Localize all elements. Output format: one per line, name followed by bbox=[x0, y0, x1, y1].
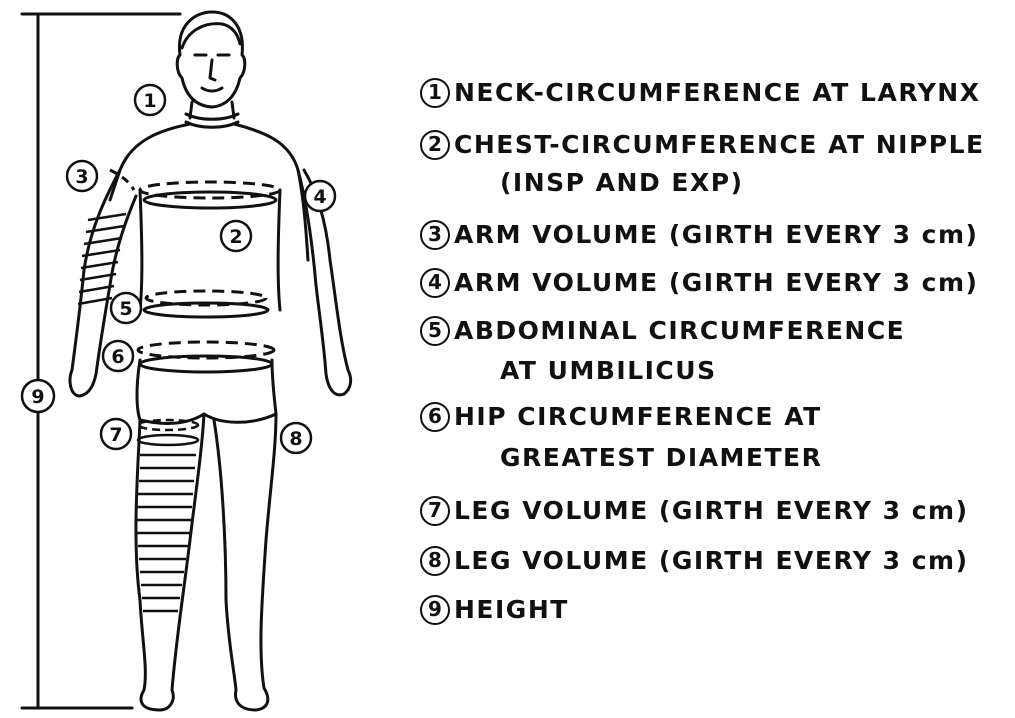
face-features bbox=[195, 55, 229, 91]
callout-9-num: 9 bbox=[31, 386, 44, 408]
legend-text: LEG VOLUME (GIRTH EVERY 3 cm) bbox=[454, 546, 969, 576]
legend-number: 6 bbox=[420, 402, 450, 432]
legend-text: HIP CIRCUMFERENCE AT bbox=[454, 402, 822, 432]
callout-1-num: 1 bbox=[143, 90, 156, 112]
hair bbox=[182, 24, 240, 48]
body-figure-diagram: 1 2 3 4 5 6 7 8 9 bbox=[0, 0, 400, 714]
body-outline-svg: 1 2 3 4 5 6 7 8 9 bbox=[0, 0, 400, 714]
legend-number: 3 bbox=[420, 220, 450, 250]
legend-number: 2 bbox=[420, 130, 450, 160]
legend-number: 4 bbox=[420, 268, 450, 298]
hip-band bbox=[140, 356, 272, 372]
callout-5-num: 5 bbox=[119, 298, 132, 320]
torso-outline bbox=[110, 124, 308, 310]
legend-number: 7 bbox=[420, 496, 450, 526]
legend-text-cont: AT UMBILICUS bbox=[500, 356, 717, 386]
figure-callouts bbox=[22, 85, 335, 453]
legend-text: CHEST-CIRCUMFERENCE AT NIPPLE bbox=[454, 130, 985, 160]
legend-text: NECK-CIRCUMFERENCE AT LARYNX bbox=[454, 78, 981, 108]
neck bbox=[190, 102, 234, 118]
legend-text: ABDOMINAL CIRCUMFERENCE bbox=[454, 316, 905, 346]
legend-number: 1 bbox=[420, 78, 450, 108]
legend-number: 9 bbox=[420, 595, 450, 625]
legend-text: LEG VOLUME (GIRTH EVERY 3 cm) bbox=[454, 496, 969, 526]
legend-text: ARM VOLUME (GIRTH EVERY 3 cm) bbox=[454, 220, 978, 250]
leg-girth-lines bbox=[137, 420, 198, 611]
legend-text: ARM VOLUME (GIRTH EVERY 3 cm) bbox=[454, 268, 978, 298]
legend-number: 8 bbox=[420, 546, 450, 576]
neck-band bbox=[186, 114, 238, 127]
legend-number: 5 bbox=[420, 316, 450, 346]
legend-text-cont: (INSP AND EXP) bbox=[500, 168, 744, 198]
right-leg bbox=[214, 414, 276, 710]
callout-2-num: 2 bbox=[229, 226, 242, 248]
chest-exp-band bbox=[144, 192, 276, 208]
callout-3-num: 3 bbox=[75, 166, 88, 188]
callout-6-num: 6 bbox=[111, 346, 124, 368]
legend-text: HEIGHT bbox=[454, 595, 569, 625]
legend-text-cont: GREATEST DIAMETER bbox=[500, 443, 822, 473]
callout-4-num: 4 bbox=[313, 186, 326, 208]
left-leg bbox=[136, 414, 204, 710]
callout-7-num: 7 bbox=[109, 424, 122, 446]
callout-8-num: 8 bbox=[289, 428, 302, 450]
